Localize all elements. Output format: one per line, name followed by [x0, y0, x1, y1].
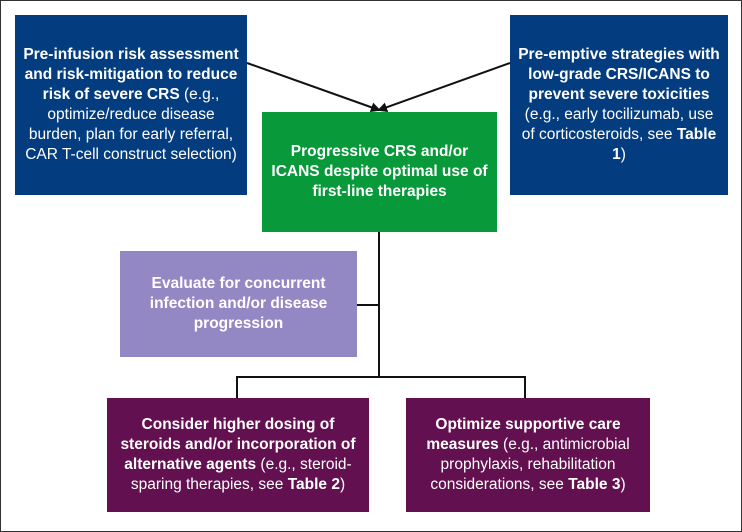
supportive-detail: (e.g., antimicrobial prophylaxis, rehabi…: [430, 436, 630, 493]
pre-infusion-title: Pre-infusion risk assessment and risk-mi…: [23, 46, 239, 103]
pre-emptive-detail: (e.g., early tocilizumab, use of cortico…: [521, 106, 714, 143]
pre-emptive-title: Pre-emptive strategies with low-grade CR…: [518, 46, 720, 103]
progressive-box: Progressive CRS and/or ICANS despite opt…: [262, 112, 497, 232]
progressive-title: Progressive CRS and/or ICANS despite opt…: [271, 143, 488, 200]
pre-emptive-table-ref: Table 1: [612, 126, 717, 163]
evaluate-title: Evaluate for concurrent infection and/or…: [149, 275, 328, 332]
arrow-pre-infusion-to-progressive: [246, 62, 381, 113]
supportive-box: Optimize supportive care measures (e.g.,…: [406, 398, 650, 512]
higher-dosing-detail: (e.g., steroid-sparing therapies, see: [130, 456, 352, 493]
pre-infusion-detail: (e.g., optimize/reduce disease burden, p…: [25, 86, 237, 163]
pre-infusion-box: Pre-infusion risk assessment and risk-mi…: [15, 15, 247, 195]
supportive-close: ): [620, 476, 626, 493]
pre-emptive-box: Pre-emptive strategies with low-grade CR…: [510, 15, 728, 195]
higher-dosing-title: Consider higher dosing of steroids and/o…: [120, 416, 356, 473]
higher-dosing-box: Consider higher dosing of steroids and/o…: [107, 398, 369, 512]
higher-dosing-table-ref: Table 2: [287, 476, 340, 493]
supportive-table-ref: Table 3: [568, 476, 621, 493]
pre-emptive-close: ): [620, 146, 626, 163]
evaluate-box: Evaluate for concurrent infection and/or…: [120, 251, 357, 357]
arrow-pre-emptive-to-progressive: [377, 62, 511, 113]
supportive-title: Optimize supportive care measures: [426, 416, 621, 453]
higher-dosing-close: ): [339, 476, 346, 493]
